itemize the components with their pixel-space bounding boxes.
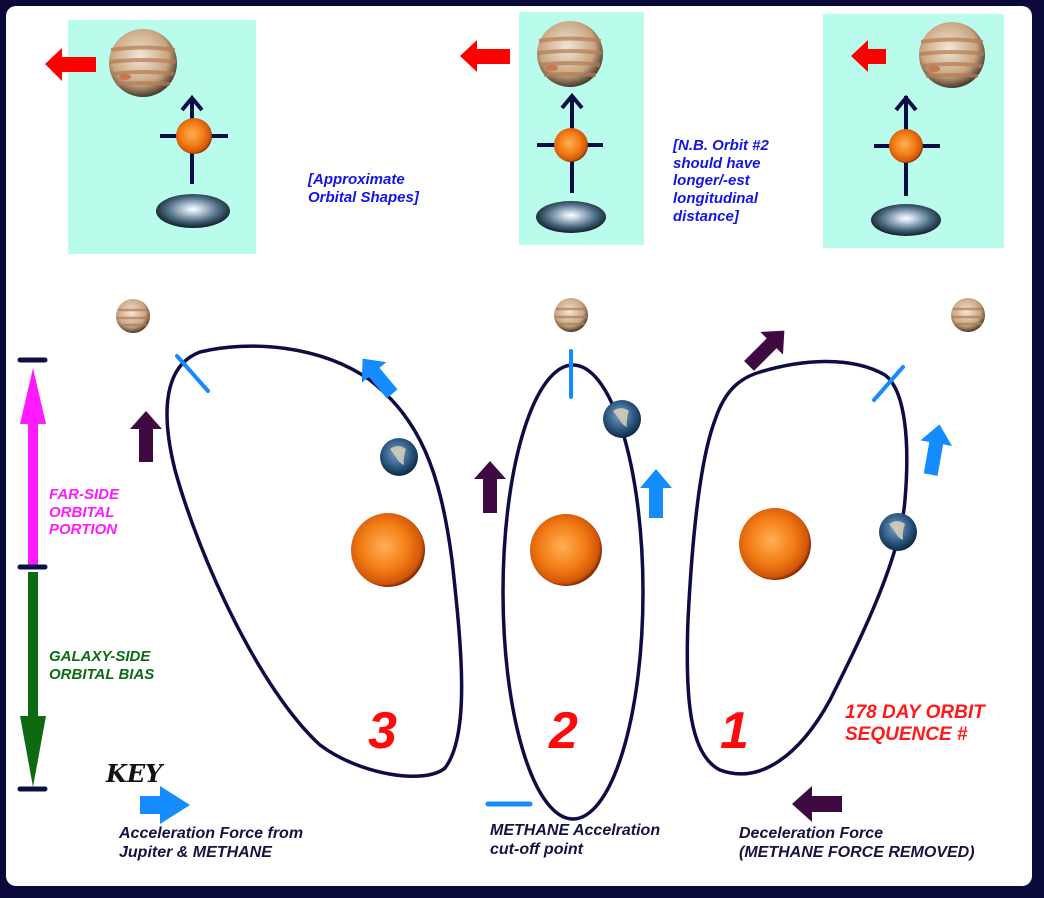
- diagram-frame: [Approximate Orbital Shapes] [N.B. Orbit…: [6, 6, 1032, 886]
- far-side-range-arrow: [20, 368, 46, 565]
- key-cutoff-label: METHANE Accelration cut-off point: [490, 822, 661, 858]
- sequence-label: 178 DAY ORBIT SEQUENCE #: [845, 702, 985, 746]
- key-deceleration-label: Deceleration Force (METHANE FORCE REMOVE…: [739, 825, 975, 861]
- methane-cutoff-marker: [175, 354, 210, 393]
- sun-icon: [889, 129, 923, 163]
- jupiter-small-icon: [116, 299, 150, 333]
- orbit-number-2: 2: [549, 702, 578, 760]
- sun-icon: [351, 513, 425, 587]
- sun-icon: [739, 508, 811, 580]
- acceleration-arrow-icon: [361, 358, 398, 399]
- earth-icon: [380, 438, 418, 476]
- key-title: KEY: [106, 759, 163, 788]
- approximate-shapes-note: [Approximate Orbital Shapes]: [308, 171, 419, 206]
- jupiter-icon: [919, 22, 985, 88]
- orbit-1-path: [685, 359, 909, 776]
- galaxy-icon: [871, 204, 941, 236]
- orbit-number-1: 1: [720, 702, 749, 760]
- earth-icon: [603, 400, 641, 438]
- jupiter-icon: [537, 21, 603, 87]
- sun-icon: [176, 118, 212, 154]
- deceleration-arrow-icon: [130, 411, 162, 462]
- orbit-2-note: [N.B. Orbit #2 should have longer/-est l…: [673, 137, 769, 225]
- jupiter-icon: [109, 29, 177, 97]
- acceleration-arrow-icon: [920, 424, 952, 476]
- sun-icon: [554, 128, 588, 162]
- methane-cutoff-marker: [872, 365, 905, 402]
- jupiter-motion-arrow-icon: [45, 48, 96, 81]
- orbit-number-3: 3: [368, 702, 397, 760]
- far-side-label: FAR-SIDE ORBITAL PORTION: [49, 486, 120, 539]
- galaxy-side-range-arrow: [20, 572, 46, 787]
- key-acceleration-label: Acceleration Force from Jupiter & METHAN…: [119, 825, 304, 861]
- orbit-diagram: [17, 12, 1004, 824]
- jupiter-motion-arrow-icon: [460, 40, 510, 72]
- galaxy-icon: [156, 194, 230, 228]
- deceleration-arrow-icon: [474, 461, 506, 513]
- deceleration-arrow-icon: [744, 330, 785, 371]
- jupiter-small-icon: [951, 298, 985, 332]
- galaxy-side-label: GALAXY-SIDE ORBITAL BIAS: [49, 648, 155, 683]
- jupiter-small-icon: [554, 298, 588, 332]
- jupiter-motion-arrow-icon: [851, 40, 886, 72]
- galaxy-icon: [536, 201, 606, 233]
- acceleration-arrow-icon: [640, 469, 672, 518]
- earth-icon: [879, 513, 917, 551]
- key-deceleration-arrow-icon: [792, 786, 842, 822]
- sun-icon: [530, 514, 602, 586]
- key-acceleration-arrow-icon: [140, 786, 190, 824]
- orbit-3-path: [165, 344, 464, 779]
